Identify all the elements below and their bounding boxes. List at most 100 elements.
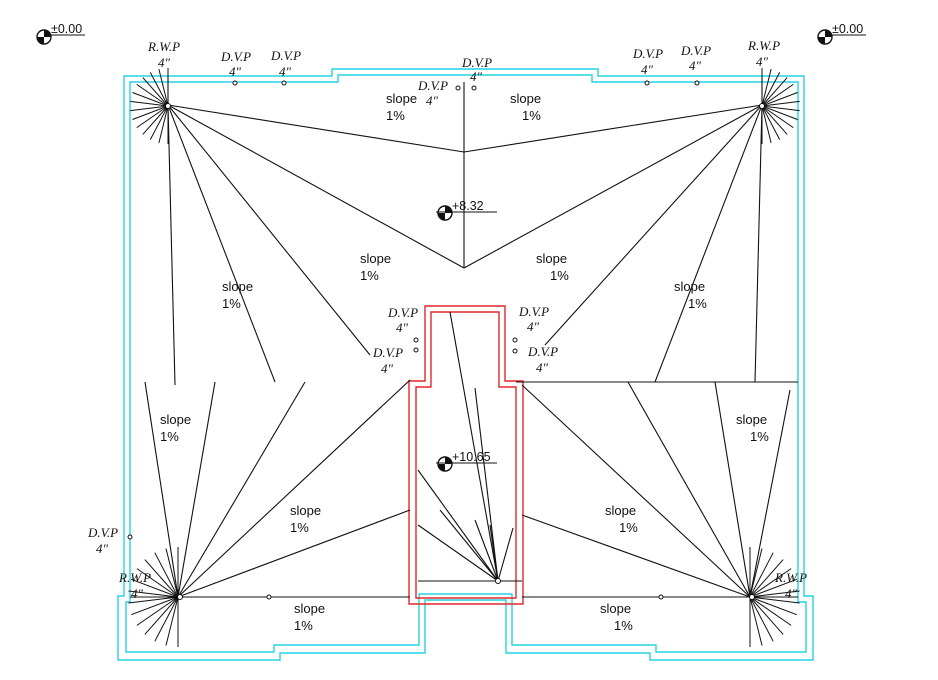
slope-value: 1% <box>614 618 633 633</box>
pipe-size: 4" <box>756 54 769 69</box>
slope-value: 1% <box>750 429 769 444</box>
drain-spoke <box>136 83 169 107</box>
pipe-size: 4" <box>381 361 394 376</box>
dvp-label: D.V.P <box>270 48 301 63</box>
ridge-lines <box>130 82 798 598</box>
dvp-label: D.V.P <box>527 344 558 359</box>
drain-spoke <box>749 552 774 598</box>
pipe-size: 4" <box>689 58 702 73</box>
slope-word: slope <box>290 503 321 518</box>
drain-spoke <box>749 596 774 642</box>
slope-word: slope <box>674 279 705 294</box>
drain-spoke <box>761 68 772 107</box>
slope-word: slope <box>160 412 191 427</box>
dvp-label: D.V.P <box>87 525 118 540</box>
drain-spoke <box>136 105 169 129</box>
drain-spoke <box>131 596 179 616</box>
drain-spoke <box>149 72 169 107</box>
pipe-size: 4" <box>536 360 549 375</box>
building-outline <box>117 68 814 661</box>
pipe-size: 4" <box>396 320 409 335</box>
drain-spoke <box>749 596 797 616</box>
level-label-stair: +10.65 <box>452 450 491 464</box>
rwp-pipe-top-right <box>759 76 765 109</box>
drain-spoke <box>749 596 792 626</box>
drain-spoke <box>142 77 169 107</box>
level-marker-top-right: ±0.00 <box>817 22 866 45</box>
level-label-roof: +8.32 <box>452 199 484 213</box>
level-marker-stair: +10.65 <box>436 450 497 472</box>
drain-spoke <box>749 596 800 604</box>
pipe-size: 4" <box>470 69 483 84</box>
slope-labels: slope 1% slope 1% slope 1% slope 1% slop… <box>160 91 769 633</box>
drain-spoke <box>761 105 781 140</box>
slope-value: 1% <box>160 429 179 444</box>
level-label-top-left: ±0.00 <box>51 22 82 36</box>
slope-value: 1% <box>619 520 638 535</box>
drain-spoke <box>149 105 169 140</box>
drain-spoke <box>128 596 179 604</box>
slope-word: slope <box>536 251 567 266</box>
slope-value: 1% <box>688 296 707 311</box>
slope-word: slope <box>360 251 391 266</box>
drain-spoke <box>749 596 763 646</box>
drain-spoke <box>749 590 800 598</box>
pipe-size: 4" <box>229 64 242 79</box>
rwp-label: R.W.P <box>147 39 180 54</box>
drain-spoke <box>154 596 179 642</box>
drain-spoke <box>761 72 781 107</box>
drain-stair-core <box>495 578 522 584</box>
drain-spoke <box>761 105 800 112</box>
drain-spoke <box>761 100 800 107</box>
rwp-pipe-bottom-left <box>160 594 183 600</box>
drain-spoke <box>144 559 179 598</box>
drain-spoke <box>761 105 772 144</box>
pipe-labels: R.W.P 4" D.V.P 4" D.V.P 4" D.V.P 4" D.V.… <box>87 38 807 601</box>
drain-spokes <box>128 68 800 647</box>
dvp-markers <box>127 80 700 600</box>
drain-spoke <box>130 105 169 112</box>
drain-spoke <box>132 105 169 120</box>
level-marker-roof: +8.32 <box>436 199 497 221</box>
pipe-size: 4" <box>785 586 798 601</box>
slope-value: 1% <box>550 268 569 283</box>
rwp-label: R.W.P <box>774 570 807 585</box>
dvp-label: D.V.P <box>417 78 448 93</box>
drain-spoke <box>761 92 798 107</box>
drain-spoke <box>165 548 179 598</box>
drain-spoke <box>761 77 788 107</box>
drain-spoke <box>749 548 763 598</box>
pipe-size: 4" <box>641 62 654 77</box>
drain-spoke <box>130 100 169 107</box>
slope-value: 1% <box>386 108 405 123</box>
rwp-label: R.W.P <box>118 570 151 585</box>
slope-word: slope <box>294 601 325 616</box>
dvp-label: D.V.P <box>387 305 418 320</box>
slope-value: 1% <box>360 268 379 283</box>
pipe-size: 4" <box>96 541 109 556</box>
drain-spoke <box>142 105 169 135</box>
drain-spoke <box>154 552 179 598</box>
slope-value: 1% <box>522 108 541 123</box>
drain-spoke <box>749 559 784 598</box>
slope-value: 1% <box>294 618 313 633</box>
drain-spoke <box>144 596 179 635</box>
pipe-size: 4" <box>426 93 439 108</box>
slope-word: slope <box>222 279 253 294</box>
dvp-label: D.V.P <box>680 43 711 58</box>
drain-spoke <box>749 596 784 635</box>
rwp-pipe-bottom-right <box>749 594 772 600</box>
pipe-size: 4" <box>158 55 171 70</box>
dvp-label: D.V.P <box>372 345 403 360</box>
drain-spoke <box>131 578 179 598</box>
drain-spoke <box>165 596 179 646</box>
drain-spoke <box>761 105 794 129</box>
stair-core <box>408 305 524 605</box>
slope-value: 1% <box>222 296 241 311</box>
slope-word: slope <box>510 91 541 106</box>
drain-spoke <box>761 105 798 120</box>
dvp-label: D.V.P <box>518 304 549 319</box>
rwp-pipe-top-left <box>165 76 171 109</box>
slope-value: 1% <box>290 520 309 535</box>
